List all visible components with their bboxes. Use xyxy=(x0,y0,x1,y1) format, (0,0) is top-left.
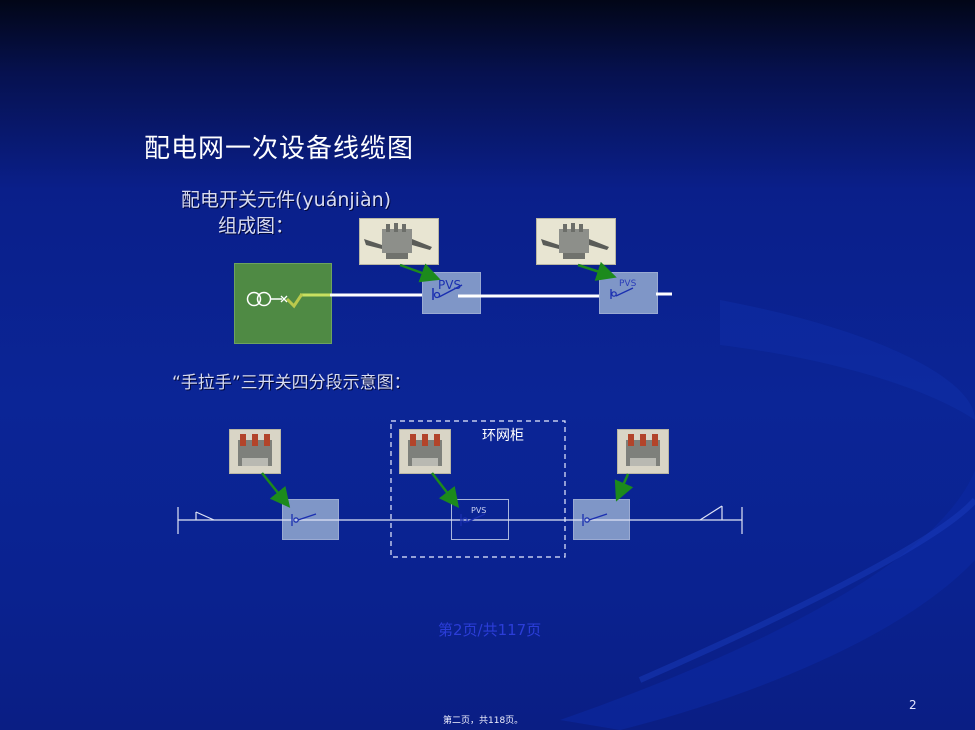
breaker-symbol xyxy=(432,284,463,300)
switch-photo xyxy=(536,218,616,265)
slide-number: 2 xyxy=(909,698,917,712)
switch-photo xyxy=(229,429,281,474)
breaker-symbol xyxy=(582,513,608,526)
pvs-label: PVS xyxy=(619,279,637,289)
subtitle-hand-in-hand: “手拉手”三开关四分段示意图： xyxy=(172,373,411,393)
switch-photo xyxy=(359,218,439,265)
switch-photo xyxy=(617,429,669,474)
page-indicator: 第2页/共117页 xyxy=(438,621,542,639)
pvs-label: PVS xyxy=(471,506,487,515)
ring-main-unit-box xyxy=(390,420,566,558)
ring-main-unit-label: 环网柜 xyxy=(482,428,524,444)
breaker-symbol xyxy=(291,513,317,526)
switch-photo xyxy=(399,429,451,474)
subtitle-components: 配电开关元件(yuánjiàn) 组成图： xyxy=(181,187,391,239)
transformer-symbol xyxy=(246,291,304,309)
slide-title: 配电网一次设备线缆图 xyxy=(144,134,415,164)
subtitle-line-2: 组成图： xyxy=(218,215,295,237)
subtitle-line-1: 配电开关元件(yuánjiàn) xyxy=(181,189,392,211)
breaker-symbol xyxy=(460,513,486,526)
footer-text: 第二页，共118页。 xyxy=(443,716,524,726)
breaker-symbol xyxy=(610,287,634,299)
